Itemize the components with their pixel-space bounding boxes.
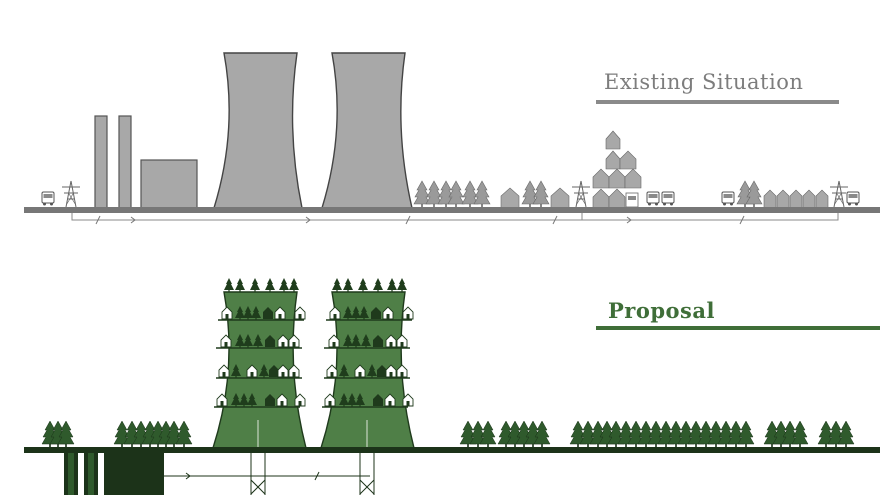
cooling-tower	[321, 52, 413, 209]
bus-icon	[721, 191, 735, 206]
proposal-section	[24, 278, 880, 495]
route-line	[71, 213, 839, 221]
chimney	[94, 115, 108, 209]
forest-left	[41, 420, 193, 448]
chimney	[118, 115, 132, 209]
tree-cluster	[413, 180, 491, 208]
underground-route	[164, 420, 375, 495]
transmission-tower-icon	[829, 180, 849, 208]
forest-right	[459, 420, 855, 448]
cooling-tower	[213, 52, 303, 209]
transmission-tower-icon	[61, 180, 81, 208]
underground-structure	[64, 453, 164, 495]
house-icon	[500, 187, 520, 209]
bus-icon	[846, 191, 860, 206]
bus-icon	[661, 191, 675, 206]
small-house-row	[763, 189, 829, 209]
ground-line	[24, 207, 880, 213]
ground-line-proposal	[24, 447, 880, 453]
stacked-housing	[592, 130, 642, 209]
existing-section	[24, 52, 880, 225]
house-icon	[550, 187, 570, 209]
transmission-tower-icon	[571, 180, 591, 208]
pine-tree-icon	[532, 180, 550, 208]
bus-icon	[646, 191, 660, 206]
route-markers	[95, 215, 745, 225]
factory-building	[140, 159, 198, 209]
roof-garden	[224, 278, 407, 292]
bus-icon	[41, 191, 55, 206]
pine-tree-icon	[745, 180, 763, 208]
heading-proposal: Proposal	[596, 298, 880, 330]
heading-existing-situation: Existing Situation	[595, 70, 840, 104]
